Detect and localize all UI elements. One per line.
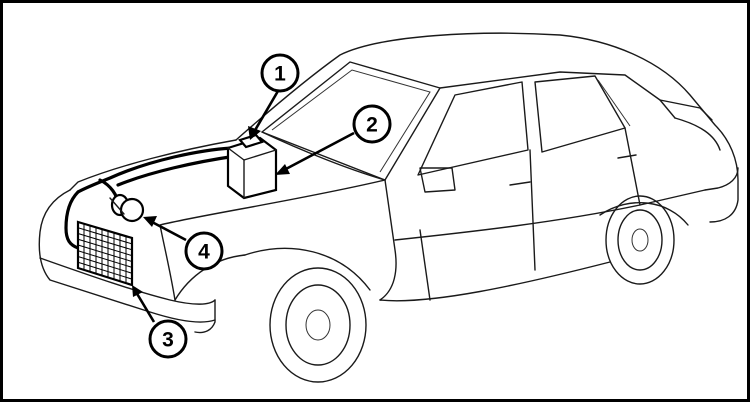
arrowhead-2 [275,164,290,175]
car-body-outline [38,32,739,334]
leader-lines [132,90,355,323]
callout-4: 4 [184,231,224,271]
grille-line [77,238,133,257]
grille-line [77,233,133,251]
leader-line-3 [134,291,156,323]
grille-line [77,250,133,268]
leader-line-2 [283,131,355,172]
callout-label-3: 3 [162,329,174,352]
grille-line [77,261,133,280]
callout-1: 1 [260,53,300,93]
front-wheel [269,267,367,383]
callout-3: 3 [148,319,188,359]
callout-label-4: 4 [198,241,210,264]
control-module [226,133,278,200]
grille-component [76,220,134,287]
arrowhead-4 [143,216,157,227]
callout-2: 2 [352,104,392,144]
leader-line-4 [151,220,187,242]
grille-line [77,244,133,262]
arrowhead-3 [132,285,143,297]
sensor-component [109,193,145,223]
grille-line [77,256,133,274]
car-diagram: 1 2 3 4 [38,32,739,383]
arrowhead-1 [248,126,261,140]
callout-label-1: 1 [274,63,286,86]
rear-wheel [605,195,675,285]
leader-line-1 [252,90,280,133]
grille-line [77,227,133,245]
callout-label-2: 2 [366,114,378,137]
